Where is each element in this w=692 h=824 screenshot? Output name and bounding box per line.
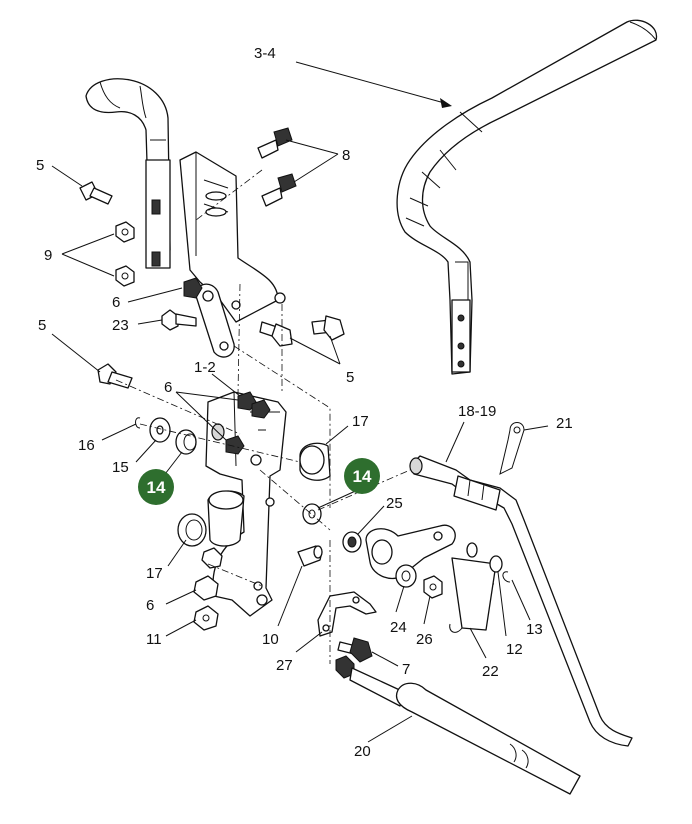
callout-20: 20 (354, 743, 371, 760)
leader-lines (51, 61, 549, 743)
callout-8: 8 (342, 147, 350, 164)
nuts-9 (115, 221, 135, 287)
bracket-27 (317, 591, 377, 637)
bolts-8 (257, 127, 297, 207)
handle-assembly-right (396, 19, 658, 375)
callout-6: 6 (112, 294, 120, 311)
hairpin-21 (499, 422, 525, 475)
nut-6-lower (193, 547, 223, 601)
callout-5: 5 (36, 157, 44, 174)
callout-7: 7 (402, 661, 410, 678)
nut-11 (193, 605, 219, 631)
badge-circle (138, 469, 174, 505)
callout-23: 23 (112, 317, 129, 334)
callout-6: 6 (164, 379, 172, 396)
bushing-17-left (177, 513, 207, 547)
callout-1-2: 1-2 (194, 359, 216, 376)
upper-bracket (179, 151, 286, 323)
bolts-5-right (259, 315, 345, 347)
callout-26: 26 (416, 631, 433, 648)
callout-3-4: 3-4 (254, 45, 276, 62)
callout-5: 5 (346, 369, 354, 386)
callout-21: 21 (556, 415, 573, 432)
bolt-5-upper (79, 181, 113, 205)
callout-11: 11 (146, 631, 162, 648)
link-24 (365, 524, 456, 579)
badge-circle (344, 458, 380, 494)
callout-12: 12 (506, 641, 523, 658)
nuts-6-bracket (225, 391, 271, 455)
nut-6-upper (183, 277, 203, 299)
badge-14-left: 14 (138, 469, 174, 505)
washer-25 (342, 531, 362, 553)
washer-14-right (302, 503, 322, 525)
control-rod-18-19 (409, 455, 633, 747)
callout-17: 17 (352, 413, 369, 430)
callout-17: 17 (146, 565, 163, 582)
callout-13: 13 (526, 621, 543, 638)
callout-10: 10 (262, 631, 279, 648)
callout-25: 25 (386, 495, 403, 512)
clip-16 (135, 417, 141, 429)
callout-18-19: 18-19 (458, 403, 496, 420)
callout-15: 15 (112, 459, 129, 476)
rod-20 (335, 655, 581, 795)
clip-13 (502, 571, 511, 583)
callout-27: 27 (276, 657, 293, 674)
badge-14-right: 14 (344, 458, 380, 494)
washer-15 (149, 417, 171, 443)
nut-26 (423, 575, 443, 599)
bushing-17-right (299, 442, 331, 481)
callout-labels: 3-4 8 5 9 6 23 5 5 1-2 6 16 15 17 18-19 … (36, 45, 573, 760)
callout-24: 24 (390, 619, 407, 636)
callout-5: 5 (38, 317, 46, 334)
bushing-14-left (175, 429, 197, 455)
bolt-7 (337, 637, 373, 663)
callout-22: 22 (482, 663, 499, 680)
tube-spacer (207, 490, 245, 547)
bolt-23 (161, 309, 197, 331)
badge-14-label: 14 (147, 478, 166, 497)
callout-9: 9 (44, 247, 52, 264)
handle-upper-left (85, 78, 171, 269)
stud-10 (297, 545, 323, 567)
spring-22 (449, 557, 497, 633)
callout-16: 16 (78, 437, 95, 454)
badge-14-label: 14 (353, 467, 372, 486)
callout-6: 6 (146, 597, 154, 614)
washer-12 (466, 542, 503, 573)
spacer-24 (395, 564, 417, 588)
